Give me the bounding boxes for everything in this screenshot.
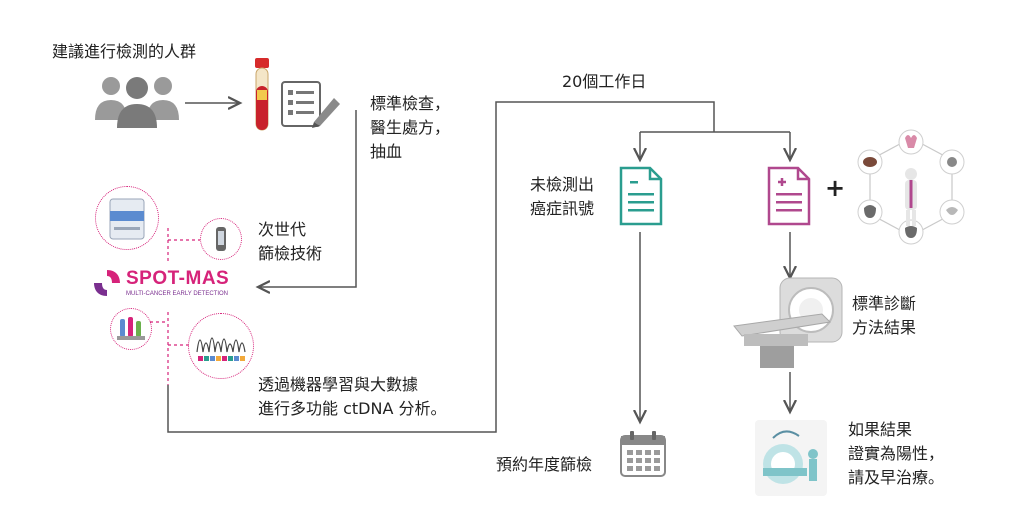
annual-screening-label: 預約年度篩檢 bbox=[496, 455, 593, 474]
spotmas-tagline: MULTI-CANCER EARLY DETECTION bbox=[126, 291, 229, 297]
teal-document-icon bbox=[619, 166, 663, 226]
calendar-icon bbox=[620, 431, 666, 477]
target-group-label: 建議進行檢測的人群 bbox=[52, 42, 197, 61]
standard-exam-label: 標準檢查， 醫生處方， 抽血 bbox=[370, 94, 451, 161]
dna-chromatogram-icon bbox=[188, 313, 254, 379]
checklist-icon bbox=[281, 81, 340, 128]
no-signal-label: 未檢測出 癌症訊號 bbox=[530, 175, 595, 218]
working-days-label: 20個工作日 bbox=[562, 72, 647, 91]
spotmas-dotted-links bbox=[150, 228, 200, 385]
ngs-label: 次世代 篩檢技術 bbox=[258, 220, 323, 263]
arrow-exam-to-spotmas bbox=[258, 110, 357, 287]
treatment-icon bbox=[755, 420, 827, 496]
line-analysis-to-results bbox=[167, 101, 715, 433]
spotmas-wordmark: SPOT-MAS bbox=[126, 268, 230, 289]
sample-tube-icon bbox=[200, 218, 242, 260]
plus-sign: + bbox=[825, 174, 846, 202]
standard-diag-label: 標準診斷 方法結果 bbox=[852, 294, 917, 337]
positive-result-label: 如果結果 證實為陽性， 請及早治療。 bbox=[848, 420, 945, 487]
organs-icon bbox=[857, 129, 965, 245]
test-tubes-icon bbox=[110, 308, 152, 350]
ct-scanner-icon bbox=[733, 277, 843, 368]
people-icon bbox=[95, 77, 179, 128]
magenta-document-icon bbox=[767, 166, 811, 226]
spotmas-logo: SPOT-MAS MULTI-CANCER EARLY DETECTION bbox=[92, 266, 256, 302]
blood-tube-icon bbox=[255, 58, 269, 131]
ml-analysis-label: 透過機器學習與大數據 進行多功能 ctDNA 分析。 bbox=[258, 375, 447, 418]
spotmas-logo-mark bbox=[94, 270, 120, 296]
sequencer-icon bbox=[95, 186, 159, 250]
